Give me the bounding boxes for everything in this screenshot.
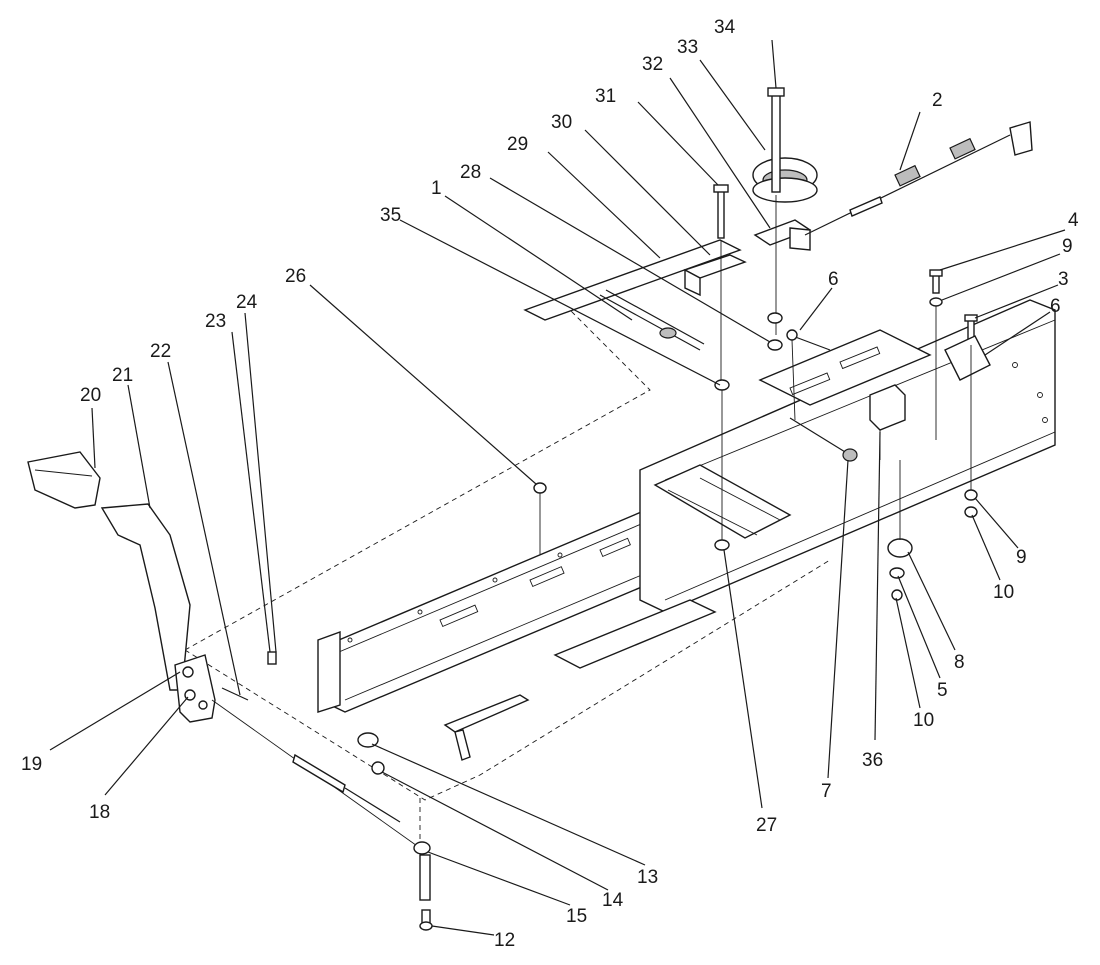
callout-8: 8 [954, 652, 965, 673]
callout-19: 19 [21, 754, 42, 775]
callout-15: 15 [566, 906, 587, 927]
leader-lines [49, 39, 1066, 936]
callout-labels: 34 33 32 31 2 30 29 28 1 35 4 9 3 6 6 26… [21, 17, 1079, 951]
callout-7: 7 [821, 781, 832, 802]
callout-10-right: 10 [993, 582, 1014, 603]
callout-27: 27 [756, 815, 777, 836]
callout-33: 33 [677, 37, 698, 58]
callout-14: 14 [602, 890, 624, 911]
callout-30: 30 [551, 112, 572, 133]
callout-20: 20 [80, 385, 101, 406]
callout-24: 24 [236, 292, 258, 313]
callout-28: 28 [460, 162, 481, 183]
callout-1: 1 [431, 178, 442, 199]
callout-6-left: 6 [828, 269, 839, 290]
callout-6-right: 6 [1050, 296, 1061, 317]
callout-26: 26 [285, 266, 306, 287]
callout-9-top: 9 [1062, 236, 1073, 257]
callout-2: 2 [932, 90, 943, 111]
callout-5: 5 [937, 680, 948, 701]
callout-23: 23 [205, 311, 226, 332]
upper-linkage [523, 87, 1033, 601]
callout-9-bottom: 9 [1016, 547, 1027, 568]
pedal-assembly [27, 451, 433, 931]
callout-31: 31 [595, 86, 616, 107]
callout-36: 36 [862, 750, 883, 771]
callout-22: 22 [150, 341, 171, 362]
callout-12: 12 [494, 930, 515, 951]
callout-21: 21 [112, 365, 133, 386]
callout-13: 13 [637, 867, 658, 888]
callout-32: 32 [642, 54, 663, 75]
callout-10-center: 10 [913, 710, 934, 731]
callout-4: 4 [1068, 210, 1079, 231]
callout-29: 29 [507, 134, 528, 155]
callout-3: 3 [1058, 269, 1069, 290]
callout-35: 35 [380, 205, 401, 226]
callout-34: 34 [714, 17, 736, 38]
callout-18: 18 [89, 802, 110, 823]
